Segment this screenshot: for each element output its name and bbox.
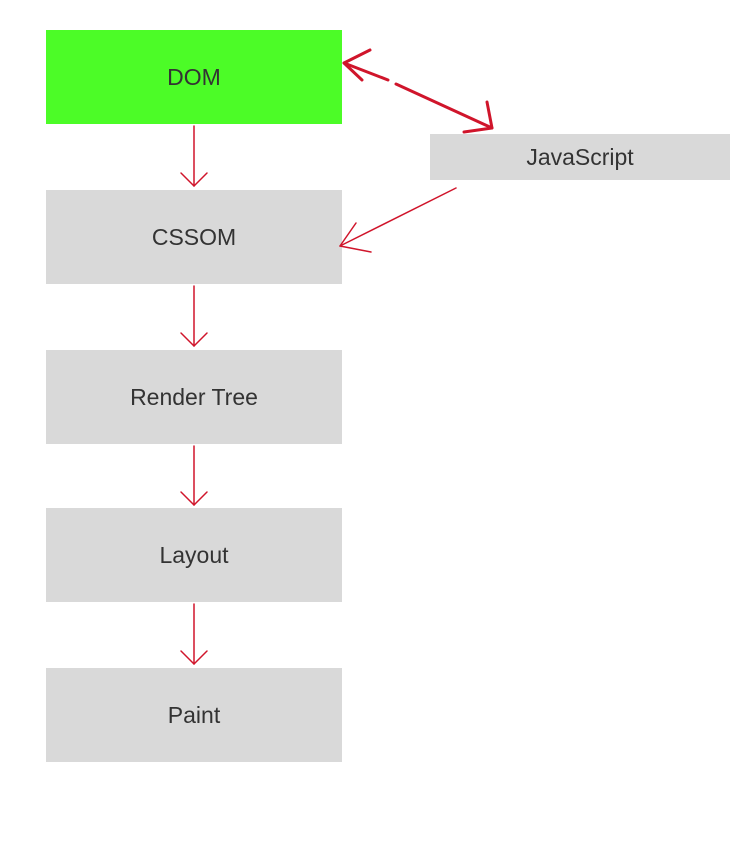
node-javascript-label: JavaScript xyxy=(526,143,634,170)
node-paint: Paint xyxy=(46,668,342,762)
arrow-dom-to-cssom xyxy=(180,125,208,187)
node-layout: Layout xyxy=(46,508,342,602)
node-render-tree: Render Tree xyxy=(46,350,342,444)
node-render-tree-label: Render Tree xyxy=(130,383,258,410)
arrow-cssom-to-render-tree xyxy=(180,285,208,347)
node-paint-label: Paint xyxy=(167,701,221,728)
node-cssom-label: CSSOM xyxy=(151,223,237,250)
node-javascript: JavaScript xyxy=(430,134,730,180)
arrow-javascript-to-cssom xyxy=(339,187,457,253)
node-cssom: CSSOM xyxy=(46,190,342,284)
arrow-render-tree-to-layout xyxy=(180,445,208,506)
arrow-layout-to-paint xyxy=(180,603,208,665)
arrow-dom-javascript-bidirectional xyxy=(342,48,494,134)
node-layout-label: Layout xyxy=(159,541,229,568)
node-dom: DOM xyxy=(46,30,342,124)
node-dom-label: DOM xyxy=(167,63,221,90)
